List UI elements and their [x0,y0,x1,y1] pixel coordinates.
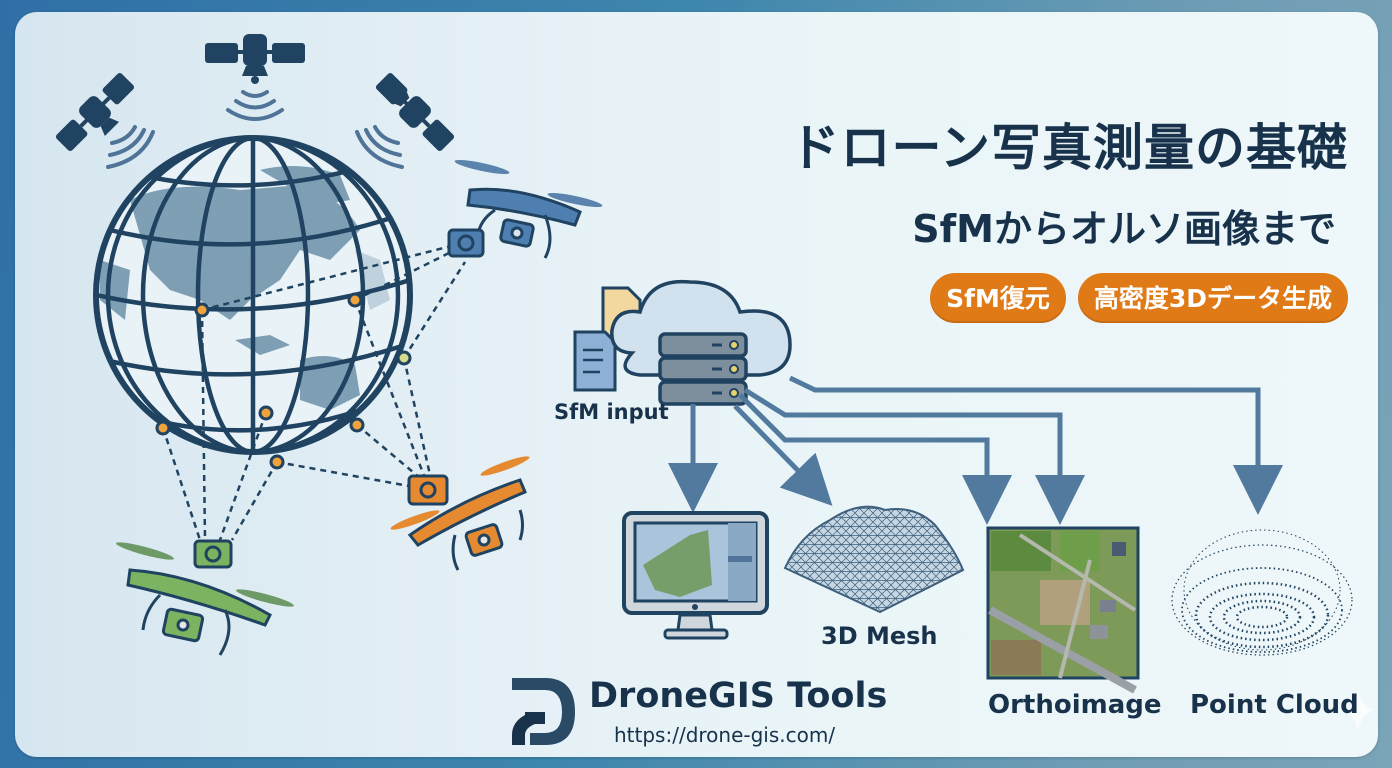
satellite-icon-left [55,72,135,152]
drone-icon-blue [447,159,603,259]
signal-waves-icon [106,90,404,169]
drone-icon-green [116,539,294,656]
sparkle-icon [1342,690,1374,730]
point-cloud-icon [1171,529,1353,656]
orthoimage-label: Orthoimage [988,690,1162,720]
sfm-input-label: SfM input [554,400,669,424]
brand-url-link[interactable]: https://drone-gis.com/ [614,723,836,747]
point-cloud-label: Point Cloud [1190,690,1359,720]
mesh-icon [783,505,965,614]
brand-name: DroneGIS Tools [589,676,888,716]
survey-links [161,243,467,541]
tag-list: SfM復元 高密度3Dデータ生成 [930,273,1348,323]
globe-icon [93,135,413,455]
tag-dense-3d-generation: 高密度3Dデータ生成 [1077,273,1348,323]
brand-logo-icon [512,678,575,745]
survey-points [155,292,412,470]
page-title: ドローン写真測量の基礎 [789,119,1348,177]
mesh-label: 3D Mesh [821,622,938,650]
orthoimage-icon [986,526,1140,694]
tag-sfm-reconstruction: SfM復元 [930,273,1066,323]
drone-icon-orange [390,456,530,571]
satellite-icon-center [205,34,305,84]
workflow-arrows [668,375,1283,525]
page-subtitle: SfMからオルソ画像まで [912,207,1336,251]
monitor-icon [622,511,769,640]
server-icon [658,332,748,406]
satellite-icon-right [375,72,455,152]
